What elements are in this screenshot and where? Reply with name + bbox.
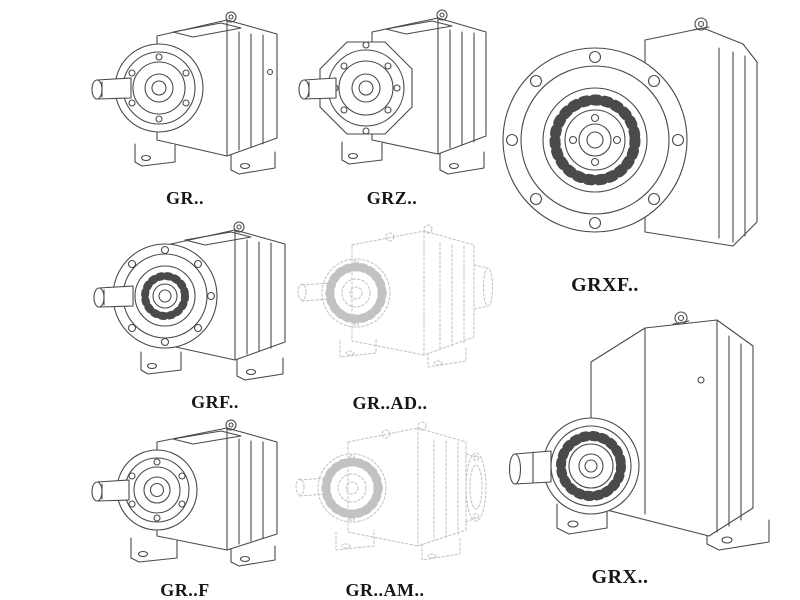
figure-gr-f <box>85 412 285 576</box>
figure-label-gr-f: GR..F <box>160 580 210 600</box>
figure-grx <box>495 300 785 562</box>
figure-grf <box>85 212 295 388</box>
figure-label-gr: GR.. <box>166 188 204 208</box>
figure-grxf <box>495 0 775 268</box>
figure-gr-ad <box>290 215 495 390</box>
figure-label-grxf: GRXF.. <box>571 274 639 296</box>
gearbox-grz-drawing <box>298 9 487 175</box>
gearbox-gr-am-drawing <box>295 421 487 561</box>
gearbox-gr-ad-drawing <box>297 224 493 368</box>
figure-label-gr-am: GR..AM.. <box>345 580 425 600</box>
figure-label-gr-ad: GR..AD.. <box>352 393 428 413</box>
gearbox-gr-f-drawing <box>91 419 278 567</box>
gearbox-grx-drawing <box>508 311 770 551</box>
gearbox-grf-drawing <box>93 221 286 381</box>
gearbox-gr-drawing <box>91 11 278 175</box>
figure-grz <box>292 2 492 184</box>
figure-label-grx: GRX.. <box>591 566 649 588</box>
figure-gr-am <box>290 410 490 576</box>
gearbox-grxf-drawing <box>502 17 758 247</box>
figure-gr <box>85 2 285 184</box>
figure-label-grz: GRZ.. <box>366 188 418 208</box>
figure-label-grf: GRF.. <box>191 392 239 412</box>
